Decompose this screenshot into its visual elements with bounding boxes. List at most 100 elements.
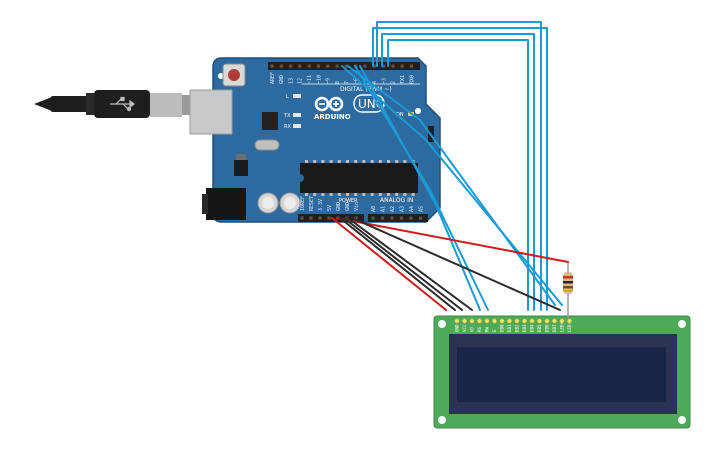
pin-label: 3.3V bbox=[318, 199, 324, 211]
pin-label: ~5 bbox=[363, 78, 369, 84]
arduino-logo bbox=[314, 96, 344, 112]
pin-gnd[interactable] bbox=[279, 64, 283, 68]
pin-a3[interactable] bbox=[399, 216, 404, 220]
lcd-pin-label: DB3 bbox=[522, 324, 527, 332]
pin-10[interactable] bbox=[316, 64, 321, 68]
lcd-pin-db0[interactable] bbox=[499, 318, 505, 324]
pin-rx0[interactable] bbox=[409, 64, 414, 68]
tx-label: TX bbox=[283, 113, 291, 119]
pin-label: ~11 bbox=[307, 75, 313, 84]
lcd-pin-label: DB5 bbox=[537, 324, 542, 332]
lcd-pin-label: DB0 bbox=[499, 324, 504, 332]
pin-label: ~3 bbox=[381, 78, 387, 84]
lcd-pin-db2[interactable] bbox=[514, 318, 520, 324]
lcd-pin-label: LED+ bbox=[559, 321, 564, 332]
pin-label: ~6 bbox=[354, 78, 360, 84]
wire-gnd-2[interactable] bbox=[343, 217, 463, 311]
wire-5v-vcc[interactable] bbox=[331, 217, 447, 311]
lcd-screen bbox=[457, 347, 666, 402]
lcd-pin-label: VO bbox=[469, 326, 474, 332]
lcd-pin-db4[interactable] bbox=[529, 318, 535, 324]
pin-a4[interactable] bbox=[409, 216, 413, 220]
pin-label: A1 bbox=[380, 206, 386, 212]
wire-d4-db4[interactable] bbox=[387, 39, 529, 311]
lcd-pin-gnd[interactable] bbox=[454, 318, 460, 324]
pin-12[interactable] bbox=[298, 64, 302, 68]
pin-5[interactable] bbox=[363, 64, 367, 68]
wire-d6-db6[interactable] bbox=[372, 27, 548, 311]
wires bbox=[331, 21, 569, 311]
pin-ioref[interactable] bbox=[300, 216, 304, 220]
lcd-pin-label: E bbox=[492, 329, 497, 332]
pin-label: RX0 bbox=[409, 75, 415, 84]
lcd-pin-led[interactable] bbox=[566, 318, 572, 324]
led-l bbox=[293, 94, 301, 98]
lcd-pin-rs[interactable] bbox=[476, 318, 482, 324]
wire-d7-db7[interactable] bbox=[376, 21, 542, 311]
pin-a2[interactable] bbox=[390, 216, 394, 220]
lcd-pin-e[interactable] bbox=[491, 318, 497, 324]
pin-label: A5 bbox=[418, 206, 424, 212]
power-jack bbox=[206, 188, 246, 220]
pin-label: GND bbox=[279, 75, 285, 84]
lcd-pin-db7[interactable] bbox=[551, 318, 557, 324]
pin-label: Vin bbox=[354, 202, 360, 211]
pin-2[interactable] bbox=[391, 64, 395, 68]
lcd-pin-label: GND bbox=[454, 324, 459, 332]
pin-a0[interactable] bbox=[371, 216, 375, 220]
power-label: POWER bbox=[339, 198, 358, 204]
pin-label: RESET bbox=[309, 196, 315, 211]
lcd-pin-led[interactable] bbox=[559, 318, 565, 324]
pin-13[interactable] bbox=[289, 64, 293, 68]
arduino-uno-board: L TX RX ON ARDUINO UNO DIGITAL (PWM ~) A… bbox=[189, 57, 441, 223]
lcd-pin-db5[interactable] bbox=[536, 318, 542, 324]
pin-8[interactable] bbox=[335, 64, 339, 68]
pin-a5[interactable] bbox=[418, 216, 423, 220]
pin-label: 8 bbox=[335, 81, 341, 84]
lcd-pin-db3[interactable] bbox=[521, 318, 527, 324]
lcd-pin-label: DB7 bbox=[552, 324, 557, 332]
wire-d5-db5[interactable] bbox=[381, 33, 535, 311]
pin-5v[interactable] bbox=[327, 216, 331, 220]
lcd-pin-label: RS bbox=[477, 326, 482, 332]
pin-label: 12 bbox=[298, 78, 304, 84]
pin-a1[interactable] bbox=[380, 216, 385, 220]
usb-cable bbox=[34, 90, 190, 118]
pin-reset[interactable] bbox=[309, 216, 313, 220]
pin-label: A0 bbox=[371, 206, 377, 212]
pin-9[interactable] bbox=[326, 64, 330, 68]
wire-gnd-3[interactable] bbox=[347, 217, 473, 311]
on-label: ON bbox=[396, 112, 404, 118]
pin-label: A4 bbox=[409, 206, 415, 212]
crystal bbox=[254, 139, 280, 151]
pin-label: 7 bbox=[344, 81, 350, 84]
wire-gnd-led[interactable] bbox=[351, 217, 561, 311]
pin-aref[interactable] bbox=[270, 64, 274, 68]
pin-label: ~9 bbox=[326, 78, 332, 84]
pin-tx1[interactable] bbox=[400, 64, 404, 68]
pin-11[interactable] bbox=[307, 64, 311, 68]
pin-7[interactable] bbox=[344, 64, 348, 68]
lcd-pin-vcc[interactable] bbox=[461, 318, 467, 324]
pin-label: 5V bbox=[327, 205, 333, 211]
pin-3-3v[interactable] bbox=[318, 216, 322, 220]
lcd-pin-db6[interactable] bbox=[544, 318, 550, 324]
wire-gnd-1[interactable] bbox=[339, 217, 456, 311]
lcd-pin-rw[interactable] bbox=[484, 318, 490, 324]
pin-label: 4 bbox=[372, 81, 378, 84]
pin-label: AREF bbox=[270, 72, 276, 84]
pin-4[interactable] bbox=[372, 64, 376, 68]
lcd-pin-db1[interactable] bbox=[506, 318, 512, 324]
pin-gnd[interactable] bbox=[345, 216, 349, 220]
pin-vin[interactable] bbox=[354, 216, 358, 220]
pin-label: A3 bbox=[399, 206, 405, 212]
wire-signal-b[interactable] bbox=[359, 65, 481, 311]
pin-label: GND bbox=[336, 202, 342, 211]
wire-5v-resistor[interactable] bbox=[336, 217, 569, 263]
lcd-pin-label: VCC bbox=[462, 324, 467, 332]
atmega-chip bbox=[300, 160, 418, 196]
lcd-pin-vo[interactable] bbox=[469, 318, 475, 324]
pin-3[interactable] bbox=[382, 64, 386, 68]
